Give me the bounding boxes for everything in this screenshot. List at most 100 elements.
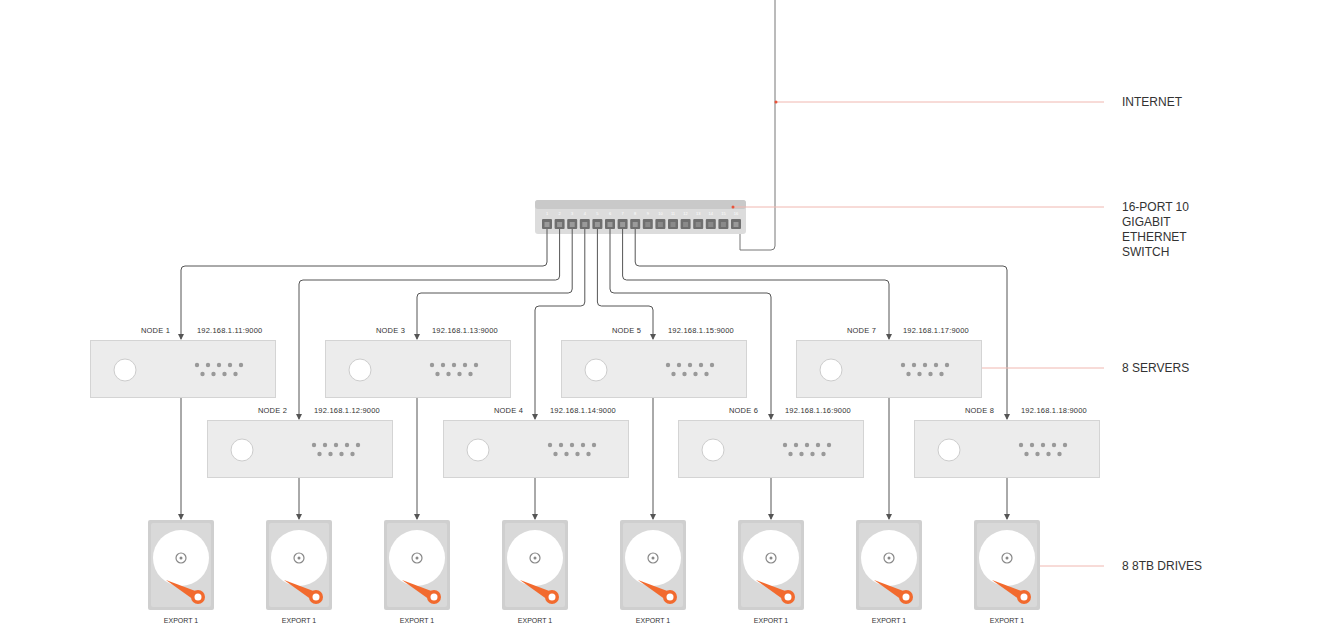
drive-spindle-dot — [888, 557, 891, 560]
vent-dot — [928, 372, 932, 376]
ip-address: 192.168.1.11:9000 — [197, 326, 262, 335]
server-front — [444, 421, 630, 479]
drive-spindle — [648, 553, 658, 563]
server-header: NODE 2 192.168.1.12:9000 — [207, 405, 393, 419]
vent-dot — [592, 443, 596, 447]
vent-dot — [222, 372, 226, 376]
node-name: NODE 1 — [141, 326, 170, 335]
switch-port — [706, 219, 716, 229]
vent-dot — [682, 372, 686, 376]
drive-plate — [859, 523, 919, 607]
ip-address: 192.168.1.18:9000 — [1021, 406, 1087, 415]
drive-spindle — [884, 553, 894, 563]
vent-dot — [239, 363, 243, 367]
vent-dot — [1041, 443, 1045, 447]
vent-dot — [677, 363, 681, 367]
port-socket — [582, 222, 587, 227]
vent-dot — [934, 363, 938, 367]
vent-dot — [783, 443, 787, 447]
port-socket — [658, 222, 663, 227]
drive-spindle-dot — [1006, 557, 1009, 560]
node-name: NODE 2 — [258, 406, 287, 415]
switch-port — [643, 219, 653, 229]
vent-dot — [794, 443, 798, 447]
server-header: NODE 3192.168.1.13:9000 — [325, 325, 511, 339]
vent-dot — [699, 363, 703, 367]
port-socket — [645, 222, 650, 227]
server-front — [915, 421, 1101, 479]
server-front — [208, 421, 394, 479]
callout-label: 8 SERVERS — [1122, 361, 1189, 376]
export-label: EXPORT 1 — [738, 617, 804, 624]
server-node: NODE 2 192.168.1.12:9000 — [207, 405, 393, 478]
drive-case — [148, 520, 214, 610]
vent-dot — [575, 452, 579, 456]
drive-link — [417, 398, 418, 519]
vent-dot — [912, 363, 916, 367]
vent-dot — [211, 372, 215, 376]
vent-dot — [323, 443, 327, 447]
vent-dot — [217, 363, 221, 367]
drive-pivot — [191, 590, 205, 604]
vent-dot — [441, 363, 445, 367]
vent-dot — [1052, 443, 1056, 447]
vent-dot — [581, 443, 585, 447]
vent-dot — [200, 372, 204, 376]
port-number: 12 — [681, 212, 691, 216]
server-header: NODE 5192.168.1.15:9000 — [561, 325, 747, 339]
drive-plate — [505, 523, 565, 607]
network-cable — [623, 229, 889, 339]
vent-dot — [195, 363, 199, 367]
server-header: NODE 6192.168.1.16:9000 — [678, 405, 864, 419]
node-name: NODE 8 — [965, 406, 994, 415]
callout-label: 16-PORT 10 GIGABIT ETHERNET SWITCH — [1122, 200, 1232, 260]
drive-spindle — [1002, 553, 1012, 563]
network-cable — [597, 229, 653, 339]
port-number: 7 — [618, 212, 628, 216]
port-number: 5 — [592, 212, 602, 216]
vent-dot — [917, 372, 921, 376]
power-button — [114, 359, 136, 381]
vent-dot — [228, 363, 232, 367]
port-socket — [671, 222, 676, 227]
vent-dot — [805, 443, 809, 447]
server-node: NODE 8 192.168.1.18:9000 — [914, 405, 1100, 478]
export-label: EXPORT 1 — [384, 617, 450, 624]
hard-drive-icon — [266, 520, 332, 610]
server-chassis — [325, 340, 511, 398]
vent-dot — [945, 363, 949, 367]
drive-platter — [507, 530, 563, 586]
port-number: 13 — [693, 212, 703, 216]
drive-pivot-hole — [431, 594, 438, 601]
switch-port — [718, 219, 728, 229]
hard-drive-icon — [148, 520, 214, 610]
port-number: 4 — [580, 212, 590, 216]
drive-pivot-hole — [549, 594, 556, 601]
drive-plate — [151, 523, 211, 607]
server-node: NODE 3192.168.1.13:9000 — [325, 325, 511, 398]
vent-dot — [430, 363, 434, 367]
port-number: 16 — [731, 212, 741, 216]
drive-plate — [269, 523, 329, 607]
port-number: 15 — [718, 212, 728, 216]
vent-dot — [463, 363, 467, 367]
port-socket — [608, 222, 613, 227]
port-socket — [721, 222, 726, 227]
vent-dot — [1046, 452, 1050, 456]
switch-port — [555, 219, 565, 229]
drive-pivot — [545, 590, 559, 604]
ip-address: 192.168.1.12:9000 — [314, 406, 380, 415]
switch-port — [668, 219, 678, 229]
power-button — [467, 439, 489, 461]
drive-spindle-dot — [770, 557, 773, 560]
vent-dot — [452, 363, 456, 367]
drive-node: EXPORT 1 — [502, 520, 568, 624]
leader-lines — [733, 102, 1104, 566]
drive-spindle-dot — [534, 557, 537, 560]
hard-drive-icon — [620, 520, 686, 610]
drive-node: EXPORT 1 — [266, 520, 332, 624]
network-cable — [417, 229, 572, 339]
vent-dot — [821, 452, 825, 456]
drive-link — [771, 478, 772, 519]
hard-drive-icon — [856, 520, 922, 610]
